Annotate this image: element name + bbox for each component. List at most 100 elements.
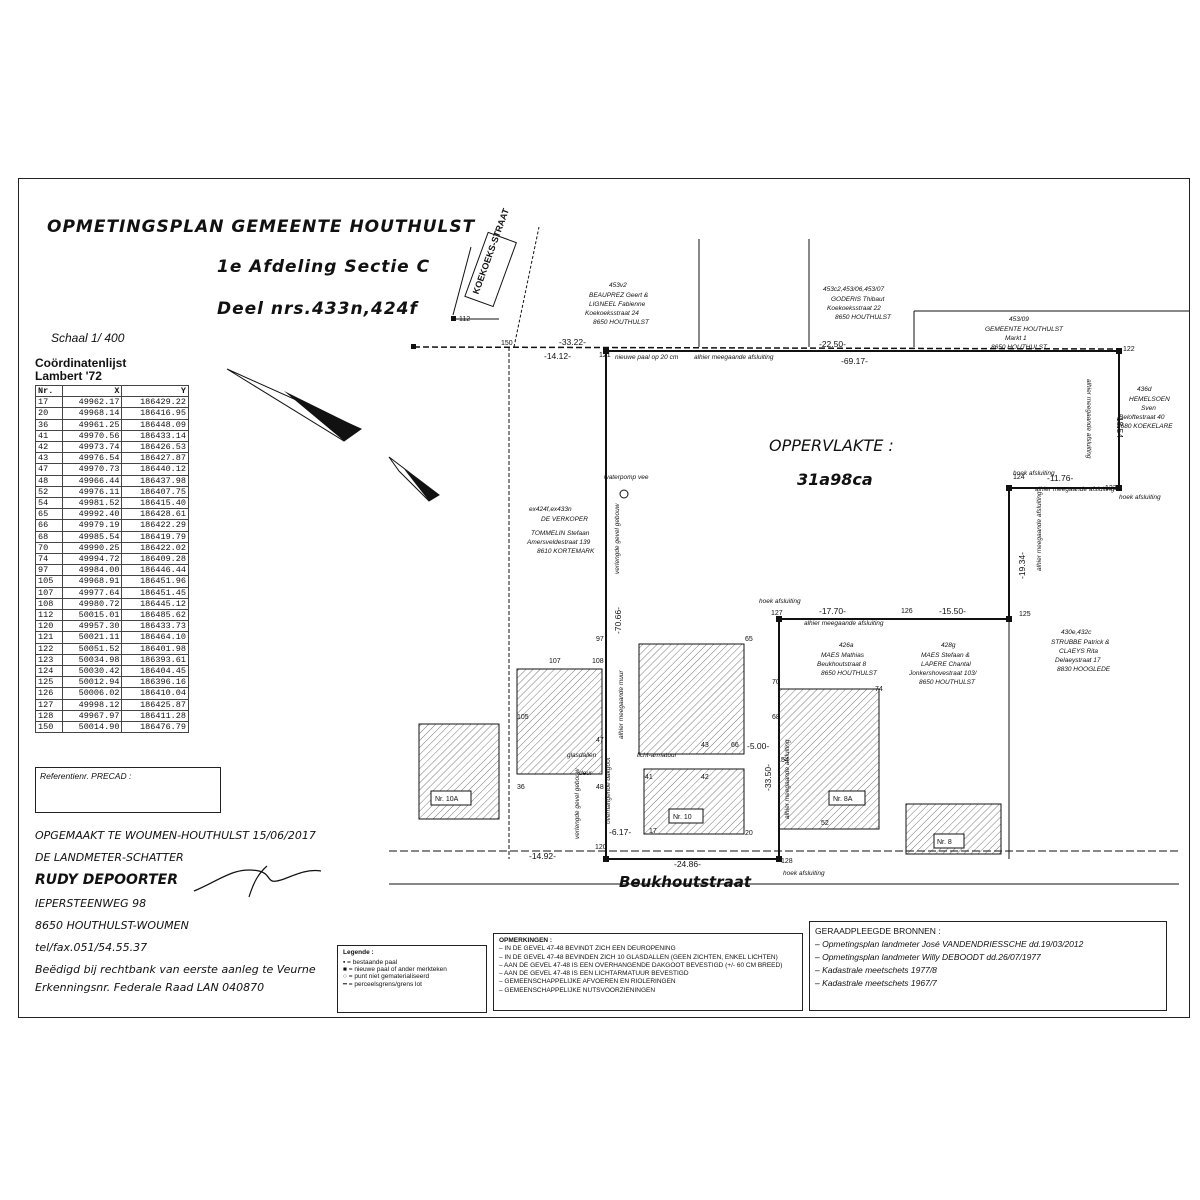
coord-cell: 186464.10 — [121, 631, 189, 644]
north-arrow — [226, 368, 440, 502]
area-value: 31a98ca — [797, 470, 873, 489]
svg-text:Delaeystraat 17: Delaeystraat 17 — [1055, 657, 1101, 664]
svg-text:8650 HOUTHULST: 8650 HOUTHULST — [821, 670, 878, 677]
reference-box: Referentienr. PRECAD : — [35, 767, 221, 813]
svg-text:65: 65 — [745, 636, 753, 643]
owner-label-428g: 428g MAES Stefaan & LAPERE Chantal Jonke… — [908, 642, 978, 686]
svg-text:Koekoeksstraat 24: Koekoeksstraat 24 — [585, 310, 639, 317]
svg-text:Amersveldestraat 139: Amersveldestraat 139 — [526, 539, 591, 546]
coord-cell: 49994.72 — [61, 553, 123, 566]
svg-text:Nr. 8: Nr. 8 — [937, 839, 952, 846]
dimension-label: -5.00- — [747, 741, 769, 751]
svg-text:107: 107 — [549, 658, 561, 665]
point-icon: ○ — [343, 973, 347, 980]
svg-text:BEAUPREZ Geert &: BEAUPREZ Geert & — [589, 292, 648, 299]
svg-text:8680 KOEKELARE: 8680 KOEKELARE — [1117, 423, 1173, 430]
svg-text:20: 20 — [745, 830, 753, 837]
svg-text:430e,432c: 430e,432c — [1061, 629, 1092, 636]
dimension-label: -24.86- — [674, 859, 701, 869]
coord-cell: 49992.40 — [61, 508, 123, 521]
svg-text:112: 112 — [459, 316, 470, 323]
svg-text:122: 122 — [1123, 346, 1135, 353]
building-nr-10 — [643, 768, 745, 835]
legend-box: Legende : ▪ = bestaande paal ■ = nieuwe … — [337, 945, 487, 1013]
plan-drawing: KOEKOEKS-STRAAT Nr. 10A Nr. 10 Nr. 8A Nr… — [226, 207, 1189, 891]
owner-label-436d: 436d HEMELSOEN Sven Beloftestraat 40 868… — [1117, 386, 1173, 430]
svg-text:HEMELSOEN: HEMELSOEN — [1129, 396, 1170, 403]
svg-text:GODERIS Thibaut: GODERIS Thibaut — [831, 296, 886, 303]
note-waterpump: waterpomp vee — [604, 474, 649, 481]
coord-cell: 50021.11 — [61, 631, 123, 644]
plan-parcels: Deel nrs.433n,424f — [217, 299, 418, 319]
new-post-markers — [411, 316, 1122, 862]
note-common-fence: alhier meegaande afsluiting — [1085, 379, 1092, 459]
svg-text:47: 47 — [596, 737, 604, 744]
coord-cell: 49990.25 — [61, 541, 123, 555]
coord-cell: 49998.12 — [61, 698, 123, 711]
coord-cell: 186445.12 — [121, 597, 189, 611]
note-deur: deur — [579, 770, 593, 777]
owner-label-seller: ex424f,ex433n DE VERKOPER TOMMELIN Stefa… — [526, 506, 595, 555]
svg-text:GEMEENTE HOUTHULST: GEMEENTE HOUTHULST — [985, 326, 1064, 333]
building-nr-8a — [778, 688, 880, 830]
coord-cell: 47 — [35, 463, 63, 476]
svg-text:TOMMELIN Stefaan: TOMMELIN Stefaan — [531, 530, 590, 537]
svg-text:Nr. 10A: Nr. 10A — [435, 796, 459, 803]
svg-text:ex424f,ex433n: ex424f,ex433n — [529, 506, 572, 513]
house-label: Nr. 10A — [430, 790, 472, 806]
svg-text:97: 97 — [596, 636, 604, 643]
svg-text:41: 41 — [645, 774, 653, 781]
surveyor-street: IEPERSTEENWEG 98 — [35, 897, 147, 910]
coord-cell: 49976.54 — [61, 452, 123, 465]
note-extended-facade: verlengde gevel gebouw — [574, 767, 581, 839]
coord-cell: 49966.44 — [61, 474, 123, 487]
svg-text:426a: 426a — [839, 642, 854, 649]
dimension-label: -6.17- — [609, 827, 631, 837]
coord-cell: 186425.87 — [121, 698, 189, 711]
coord-cell: 49980.72 — [61, 597, 123, 611]
plan-scale: Schaal 1/ 400 — [51, 331, 125, 345]
coord-cell: 186410.04 — [121, 687, 189, 700]
svg-text:Markt 1: Markt 1 — [1005, 335, 1027, 342]
svg-text:Nr. 8A: Nr. 8A — [833, 796, 853, 803]
coord-cell: 49981.52 — [61, 497, 123, 510]
coord-cell: 50006.02 — [61, 687, 123, 700]
surveyor-sworn: Beëdigd bij rechtbank van eerste aanleg … — [35, 963, 316, 976]
svg-text:8650 HOUTHULST: 8650 HOUTHULST — [919, 679, 976, 686]
side-street-line — [513, 226, 540, 348]
svg-text:453v2: 453v2 — [609, 282, 627, 289]
coord-cell: 43 — [35, 452, 63, 465]
note-common-fence: alhier meegaande afsluiting — [694, 354, 774, 361]
boundary-line — [413, 346, 1120, 350]
svg-text:126: 126 — [901, 608, 913, 615]
svg-text:42: 42 — [701, 774, 709, 781]
svg-text:453c2,453/06,453/07: 453c2,453/06,453/07 — [823, 286, 884, 293]
coord-cell: 186415.40 — [121, 497, 189, 510]
coord-cell: 186451.96 — [121, 575, 189, 588]
svg-text:120: 120 — [595, 844, 607, 851]
svg-text:Beloftestraat 40: Beloftestraat 40 — [1119, 414, 1165, 421]
dimension-label: -69.17- — [841, 356, 868, 366]
house-label: Nr. 8 — [933, 833, 965, 849]
coord-cell: 186485.62 — [121, 609, 189, 622]
svg-text:70: 70 — [772, 679, 780, 686]
legend-item: ■ = nieuwe paal of ander merkteken — [343, 966, 447, 973]
coord-cell: 186476.79 — [121, 721, 189, 734]
coord-cell: 49977.64 — [61, 586, 123, 599]
coord-cell: 50014.90 — [61, 721, 123, 734]
owner-label-453-09: 453/09 GEMEENTE HOUTHULST Markt 1 8650 H… — [985, 316, 1064, 351]
coord-cell: 49968.14 — [61, 407, 123, 420]
plan-title: OPMETINGSPLAN GEMEENTE HOUTHULST — [47, 217, 476, 237]
dimension-label: -14.92- — [529, 851, 556, 861]
coord-cell: 50012.94 — [61, 676, 123, 689]
surveyor-name: RUDY DEPOORTER — [35, 872, 178, 888]
svg-text:8650 HOUTHULST: 8650 HOUTHULST — [593, 319, 650, 326]
